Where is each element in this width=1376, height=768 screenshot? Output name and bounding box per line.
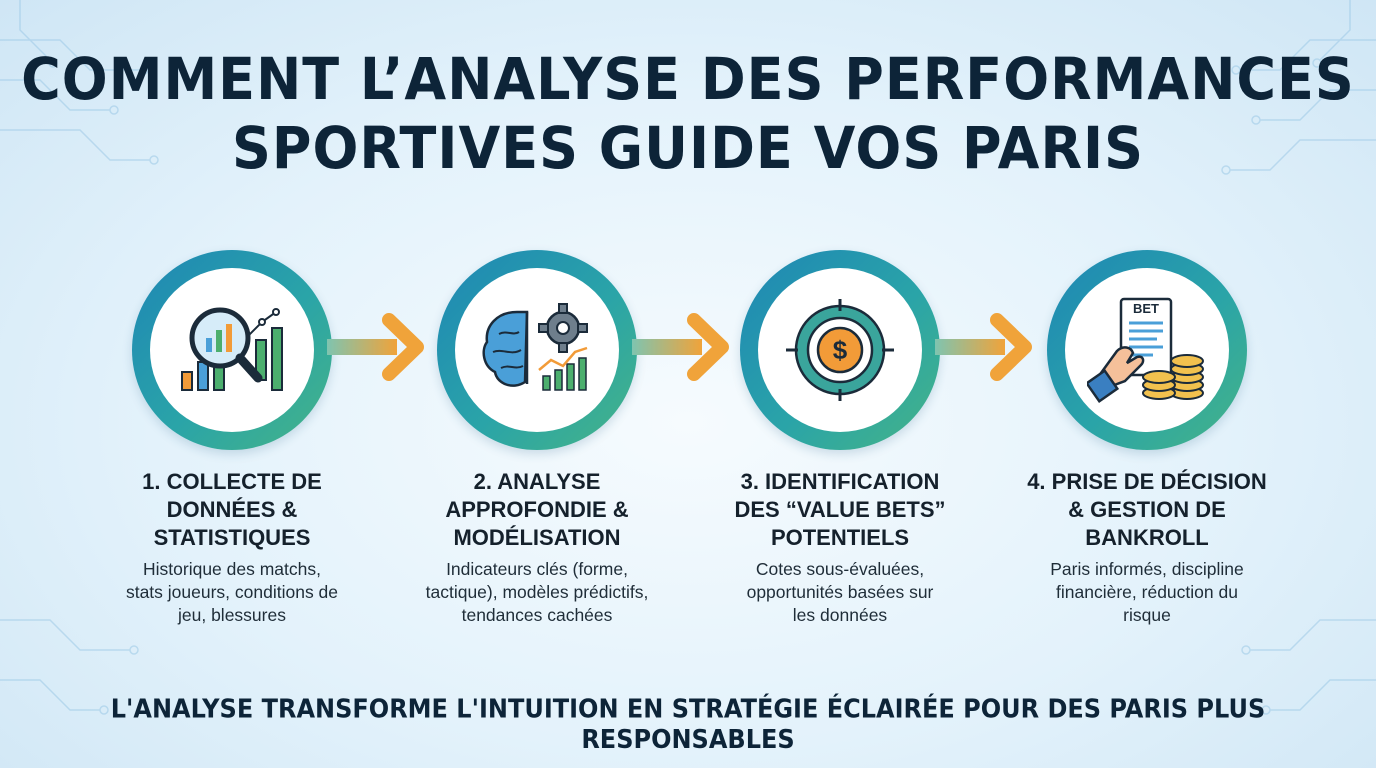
bet-slip-label: BET (1133, 301, 1159, 316)
step-1-description: Historique des matchs, stats joueurs, co… (125, 559, 339, 625)
step-1-title: 1. COLLECTE DE DONNÉES & STATISTIQUES (142, 469, 322, 550)
footer-tagline: L'ANALYSE TRANSFORME L'INTUITION EN STRA… (110, 693, 1266, 755)
step-4-title: 4. PRISE DE DÉCISION & GESTION DE BANKRO… (1027, 469, 1267, 550)
dollar-target-icon: $ (786, 299, 894, 401)
step-3: $ 3. IDENTIFICATION DES “VALUE BETS” POT… (705, 250, 975, 627)
step-4: BET (1012, 250, 1282, 627)
title-line-1: COMMENT L’ANALYSE DES PERFORMANCES (21, 44, 1355, 113)
step-4-ring: BET (1047, 250, 1247, 450)
title-line-2: SPORTIVES GUIDE VOS PARIS (231, 114, 1145, 183)
step-2-description: Indicateurs clés (forme, tactique), modè… (425, 559, 649, 625)
step-3-ring: $ (740, 250, 940, 450)
step-4-description: Paris informés, discipline financière, r… (1050, 559, 1244, 625)
step-3-description: Cotes sous-évaluées, opportunités basées… (746, 559, 934, 625)
brain-gear-icon (482, 303, 588, 391)
step-3-title: 3. IDENTIFICATION DES “VALUE BETS” POTEN… (734, 469, 946, 550)
step-1-ring (132, 250, 332, 450)
step-2-title: 2. ANALYSE APPROFONDIE & MODÉLISATION (445, 469, 629, 550)
bet-slip-coins-icon: BET (1087, 297, 1204, 404)
step-1: 1. COLLECTE DE DONNÉES & STATISTIQUES Hi… (97, 250, 367, 627)
step-2: 2. ANALYSE APPROFONDIE & MODÉLISATION In… (402, 250, 672, 627)
step-2-ring (437, 250, 637, 450)
magnifier-chart-icon (181, 307, 283, 391)
svg-text:$: $ (833, 335, 848, 365)
arrow-right-icon (935, 313, 1032, 381)
arrow-right-icon (327, 313, 424, 381)
arrow-right-icon (632, 313, 729, 381)
page-title: COMMENT L’ANALYSE DES PERFORMANCES SPORT… (0, 45, 1376, 183)
